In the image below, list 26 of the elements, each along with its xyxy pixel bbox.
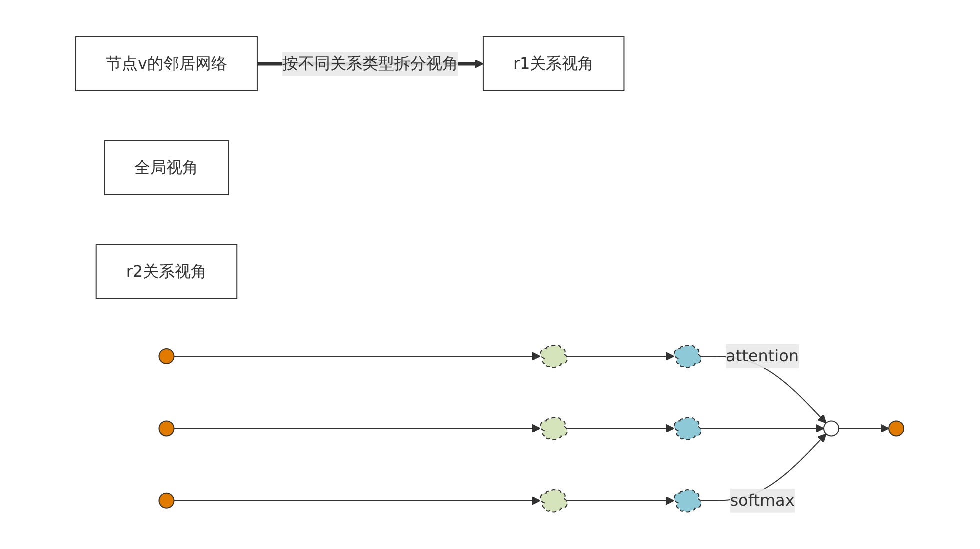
arrow xyxy=(174,352,541,360)
node-cloud xyxy=(540,489,568,512)
arrow xyxy=(566,496,675,505)
node-cloud xyxy=(674,344,702,368)
node-box: r1关系视角 xyxy=(482,36,625,92)
node-circle xyxy=(824,420,840,436)
node-box: r2关系视角 xyxy=(96,244,238,300)
edge-label: softmax xyxy=(730,490,795,510)
node-cloud xyxy=(540,344,568,368)
node-circle xyxy=(158,492,175,508)
arrow xyxy=(174,424,541,433)
arrow xyxy=(566,424,675,433)
node-cloud xyxy=(674,416,702,440)
node-circle xyxy=(888,420,904,436)
edge-label: 按不同关系类型拆分视角 xyxy=(282,54,458,73)
arrow xyxy=(700,424,824,433)
node-circle xyxy=(158,348,175,364)
node-cloud xyxy=(674,489,702,512)
node-cloud xyxy=(540,416,568,440)
node-circle xyxy=(158,420,175,436)
node-box: 全局视角 xyxy=(104,140,230,196)
edge-label: attention xyxy=(726,346,799,366)
node-box: 节点v的邻居网络 xyxy=(76,36,258,92)
arrow xyxy=(838,424,890,433)
arrow xyxy=(174,496,541,505)
arrow xyxy=(566,352,675,360)
